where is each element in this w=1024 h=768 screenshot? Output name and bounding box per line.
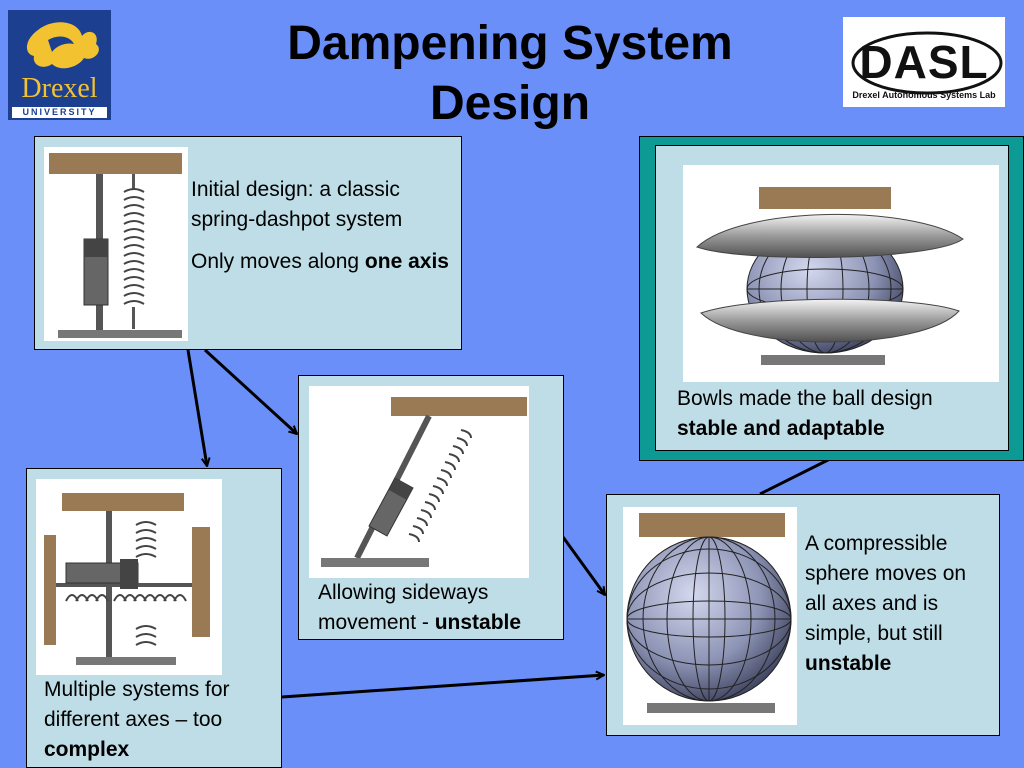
multiple-systems-text: Multiple systems for different axes – to… xyxy=(44,675,280,765)
sideways-text: Allowing sideways movement - unstable xyxy=(318,578,568,638)
arrow-sideways-to-sphere xyxy=(561,536,605,595)
arrow-initial-to-multiple xyxy=(186,349,207,466)
sideways-bold: unstable xyxy=(434,611,522,634)
dasl-subtitle: Drexel Autonomous Systems Lab xyxy=(852,90,996,100)
drexel-university: UNIVERSITY xyxy=(12,107,107,118)
initial-design-line: Initial design: a classic spring-dashpot… xyxy=(191,178,403,231)
sphere-bold: unstable xyxy=(805,652,892,675)
bowls-box: Bowls made the ball design stable and ad… xyxy=(655,145,1009,451)
dragon-icon xyxy=(26,22,99,69)
orbit-swoosh-icon xyxy=(851,31,1003,95)
sphere-box: A compressible sphere moves on all axes … xyxy=(606,494,1000,736)
tilted-dashpot-illustration xyxy=(309,386,529,578)
sideways-box: Allowing sideways movement - unstable xyxy=(298,375,564,640)
arrow-multiple-to-sphere xyxy=(281,675,604,699)
drexel-wordmark: Drexel xyxy=(21,73,98,104)
drexel-logo: Drexel UNIVERSITY xyxy=(8,10,111,120)
title-line-1: Dampening System xyxy=(287,17,733,70)
slide-title: Dampening System Design xyxy=(200,14,820,134)
title-line-2: Design xyxy=(429,77,591,130)
multiple-prefix: Multiple systems for different axes – to… xyxy=(44,678,230,731)
bowls-bold: stable and adaptable xyxy=(677,417,885,440)
one-axis-prefix: Only moves along xyxy=(191,250,365,273)
bowls-frame: Bowls made the ball design stable and ad… xyxy=(639,136,1024,461)
bowls-text: Bowls made the ball design stable and ad… xyxy=(677,384,1007,444)
initial-design-text: Initial design: a classic spring-dashpot… xyxy=(191,175,453,277)
spring-dashpot-illustration xyxy=(44,147,188,341)
multiple-systems-box: Multiple systems for different axes – to… xyxy=(26,468,282,768)
sphere-text: A compressible sphere moves on all axes … xyxy=(805,529,991,679)
multiple-bold: complex xyxy=(44,738,130,761)
sideways-prefix: Allowing sideways movement - xyxy=(318,581,489,634)
dasl-wordmark: DASL xyxy=(859,36,989,88)
dasl-logo: DASL Drexel Autonomous Systems Lab xyxy=(843,17,1005,107)
multi-axis-illustration xyxy=(36,479,222,675)
sphere-illustration xyxy=(623,507,797,725)
initial-design-box: Initial design: a classic spring-dashpot… xyxy=(34,136,462,350)
bowls-illustration xyxy=(683,165,999,382)
bowls-prefix: Bowls made the ball design xyxy=(677,387,933,410)
sphere-prefix: A compressible sphere moves on all axes … xyxy=(805,532,967,645)
one-axis-bold: one axis xyxy=(364,250,449,273)
one-axis-line: Only moves along one axis xyxy=(191,247,453,277)
arrow-initial-to-sideways xyxy=(203,348,297,434)
